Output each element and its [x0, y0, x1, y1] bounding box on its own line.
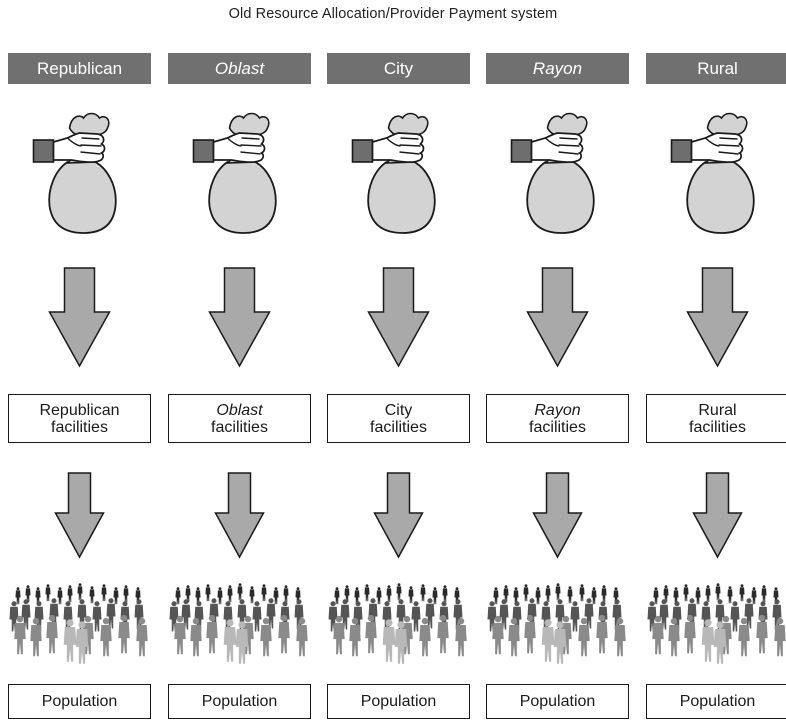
level-header-republican: Republican — [8, 53, 151, 84]
crowd-icon — [10, 583, 148, 663]
facility-name: Rural — [698, 401, 737, 419]
down-arrow-icon — [373, 472, 424, 559]
down-arrow-icon — [532, 472, 583, 559]
crowd-icon — [329, 583, 467, 663]
down-arrow-icon — [54, 472, 105, 559]
population-box-republican: Population — [8, 684, 151, 719]
facility-name: Rayon — [534, 401, 581, 419]
money-bag-in-hand-icon — [32, 112, 117, 234]
facility-suffix: facilities — [51, 418, 108, 436]
money-bag-in-hand-icon — [192, 112, 277, 234]
crowd-icon — [488, 583, 626, 663]
level-header-rayon: Rayon — [486, 53, 629, 84]
down-arrow-icon — [692, 472, 743, 559]
down-arrow-icon — [208, 267, 271, 368]
crowd-icon — [170, 583, 308, 663]
level-header-rural: Rural — [646, 53, 786, 84]
money-bag-in-hand-icon — [670, 112, 755, 234]
money-bag-in-hand-icon — [351, 112, 436, 234]
population-box-rural: Population — [646, 684, 786, 719]
facility-name: City — [384, 401, 413, 419]
facility-name: Oblast — [216, 401, 263, 419]
population-box-oblast: Population — [168, 684, 311, 719]
population-box-rayon: Population — [486, 684, 629, 719]
down-arrow-icon — [48, 267, 111, 368]
facility-name: Republican — [39, 401, 120, 419]
facility-suffix: facilities — [529, 418, 586, 436]
diagram-title: Old Resource Allocation/Provider Payment… — [228, 6, 558, 22]
down-arrow-icon — [686, 267, 749, 368]
population-box-city: Population — [327, 684, 470, 719]
crowd-icon — [648, 583, 786, 663]
level-header-city: City — [327, 53, 470, 84]
facility-suffix: facilities — [689, 418, 746, 436]
facility-suffix: facilities — [370, 418, 427, 436]
money-bag-in-hand-icon — [510, 112, 595, 234]
down-arrow-icon — [214, 472, 265, 559]
level-header-oblast: Oblast — [168, 53, 311, 84]
facility-suffix: facilities — [211, 418, 268, 436]
down-arrow-icon — [526, 267, 589, 368]
down-arrow-icon — [367, 267, 430, 368]
